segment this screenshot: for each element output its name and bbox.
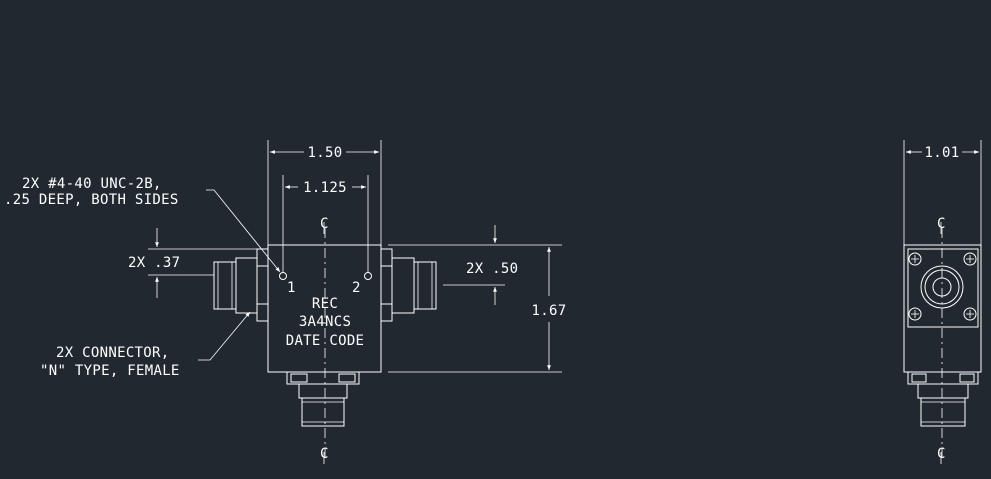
- notes: 2X #4-40 UNC-2B, .25 DEEP, BOTH SIDES 2X…: [4, 176, 281, 379]
- leader-connector: [198, 311, 251, 361]
- dim-right-conn-offset: 2X .50: [466, 261, 518, 277]
- dim-side-width: 1.01: [925, 145, 960, 161]
- body-label-line1: REC: [312, 296, 338, 312]
- note-conn-line2: "N" TYPE, FEMALE: [40, 363, 180, 379]
- right-connector: [380, 248, 437, 322]
- port-1-label: 1: [287, 280, 296, 296]
- dim-hole-spacing: 1.125: [303, 180, 347, 196]
- mounting-hole-2: [364, 272, 372, 280]
- side-screws: [908, 252, 977, 321]
- side-view: C C 1.01: [903, 140, 982, 464]
- bottom-connector: [286, 371, 360, 427]
- dim-overall-width: 1.50: [308, 145, 343, 161]
- body-label-line2: 3A4NCS: [299, 314, 351, 330]
- mounting-hole-1: [279, 272, 287, 280]
- dim-height: 1.67: [532, 303, 567, 319]
- note-hole-line1: 2X #4-40 UNC-2B,: [22, 176, 162, 192]
- body-label-line3: DATE CODE: [286, 333, 365, 349]
- leader-hole: [206, 189, 281, 273]
- dim-left-conn-offset: 2X .37: [128, 255, 180, 271]
- side-flange: [907, 248, 979, 328]
- front-dimensions: 1.50 1.125 1.67 2X .37 2X .50: [128, 140, 567, 373]
- port-2-label: 2: [352, 280, 361, 296]
- front-view: 1 2 C C REC 3A4NCS DATE CODE: [213, 216, 437, 464]
- note-conn-line1: 2X CONNECTOR,: [56, 345, 169, 361]
- note-hole-line2: .25 DEEP, BOTH SIDES: [4, 192, 179, 208]
- left-connector: [213, 248, 269, 322]
